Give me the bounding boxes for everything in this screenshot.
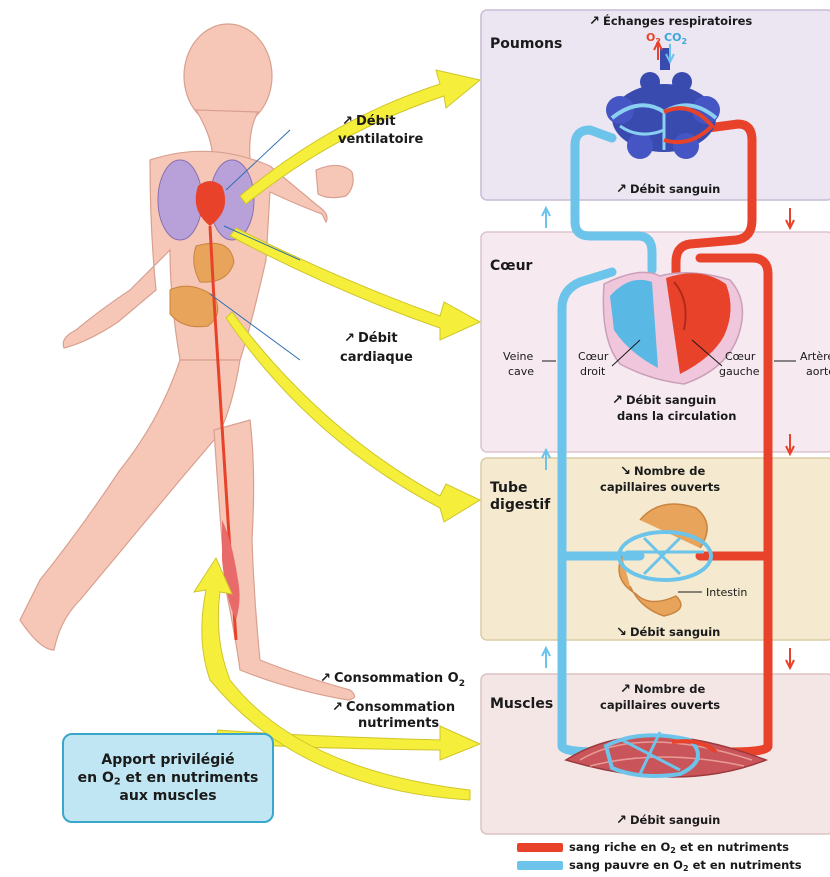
legend-swatch-blue [517,861,563,870]
label-debit-ventilatoire-2: ventilatoire [338,132,423,147]
increase-icon: ↗ [342,114,353,129]
callout-line-1: Apport privilégié [101,751,234,769]
label-echanges: Échanges respiratoires [603,13,752,28]
legend-item-poor: sang pauvre en O2 et en nutriments [517,856,830,874]
panel-title-tube-2: digestif [490,497,551,513]
panel-title-tube-1: Tube [490,480,528,496]
increase-icon: ↗ [344,331,355,346]
increase-icon: ↗ [612,393,623,408]
label-conso-nutriments-1: Consommation [346,700,455,715]
increase-icon: ↗ [616,182,627,197]
label-artere-1: Artère [800,350,830,363]
label-conso-o2: Consommation O2 [334,671,465,689]
label-debit-circulation-2: dans la circulation [617,409,736,423]
label-coeur-droit-2: droit [580,365,606,378]
legend-swatch-red [517,843,563,852]
legend-label-rich: sang riche en O2 et en nutriments [569,840,789,854]
callout-box: Apport privilégié en O2 et en nutriments… [62,733,274,823]
callout-line-3: aux muscles [119,787,216,805]
callout-line-2: en O2 et en nutriments [78,769,259,787]
label-capillaires-gut-2: capillaires ouverts [600,480,720,494]
label-coeur-gauche-2: gauche [719,365,760,378]
panel-title-muscles: Muscles [490,696,553,712]
label-capillaires-muscle-1: Nombre de [634,682,705,696]
increase-icon: ↗ [332,700,343,715]
label-coeur-droit-1: Cœur [578,350,609,363]
legend: sang riche en O2 et en nutriments sang p… [517,838,830,874]
increase-icon: ↗ [589,14,600,29]
legend-label-poor: sang pauvre en O2 et en nutriments [569,858,802,872]
label-conso-nutriments-2: nutriments [358,716,439,731]
label-debit-sanguin-muscle: Débit sanguin [630,813,720,827]
label-veine-1: Veine [503,350,533,363]
label-debit-cardiaque-2: cardiaque [340,350,413,365]
label-capillaires-gut-1: Nombre de [634,464,705,478]
label-debit-cardiaque-1: Débit [358,331,398,346]
increase-icon: ↗ [620,682,631,697]
label-debit-sanguin-poumons: Débit sanguin [630,182,720,196]
label-intestin: Intestin [706,586,747,599]
panel-title-poumons: Poumons [490,36,562,52]
decrease-icon: ↘ [620,464,631,479]
legend-item-rich: sang riche en O2 et en nutriments [517,838,830,856]
panel-title-coeur: Cœur [490,258,533,274]
label-veine-2: cave [508,365,534,378]
label-debit-circulation-1: Débit sanguin [626,393,716,407]
label-coeur-gauche-1: Cœur [725,350,756,363]
label-debit-ventilatoire-1: Débit [356,114,396,129]
runner-figure [20,24,355,700]
increase-icon: ↗ [616,813,627,828]
increase-icon: ↗ [320,671,331,686]
decrease-icon: ↘ [616,625,627,640]
label-artere-2: aorte [806,365,830,378]
label-capillaires-muscle-2: capillaires ouverts [600,698,720,712]
label-debit-sanguin-gut: Débit sanguin [630,625,720,639]
